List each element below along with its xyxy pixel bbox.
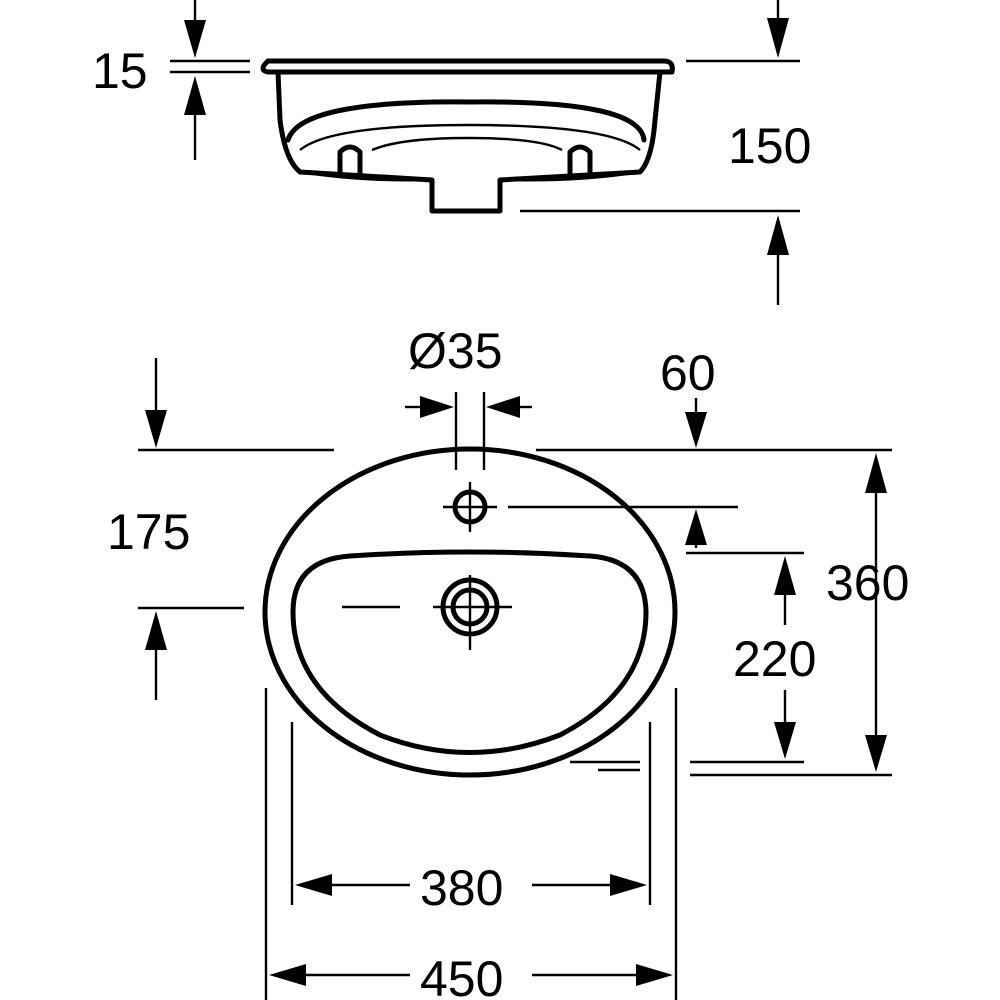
dim-overall-width: 450: [264, 688, 678, 1000]
dim-rim-thickness: 15: [92, 0, 250, 160]
side-view-overflow-right: [567, 144, 593, 178]
top-view-bowl: [290, 549, 649, 755]
top-view: [262, 446, 678, 778]
dim-side-height: 150: [520, 0, 811, 305]
top-view-outer-rim: [262, 446, 678, 778]
label-rim-thickness: 15: [92, 43, 148, 99]
label-front-offset: 175: [107, 504, 190, 560]
label-bowl-depth: 220: [733, 631, 816, 687]
side-view-bowl-drain: [371, 136, 563, 152]
label-bowl-width: 380: [420, 860, 503, 916]
side-view-bowl-floor: [299, 123, 641, 151]
label-overall-width: 450: [420, 951, 503, 1000]
side-view-basin: [275, 69, 663, 214]
side-view-overflow-left: [337, 144, 363, 178]
label-tap-hole-diameter: Ø35: [408, 323, 503, 379]
label-overall-depth: 360: [826, 555, 909, 611]
side-view-rim: [260, 58, 675, 75]
dim-bowl-width: 380: [290, 722, 652, 916]
label-side-height: 150: [728, 118, 811, 174]
dim-tap-hole-diameter: Ø35: [405, 323, 532, 470]
dim-bowl-depth: 220: [570, 551, 816, 772]
side-view-lower-edge: [299, 170, 641, 182]
dim-front-offset: 175: [107, 358, 334, 700]
label-tap-hole-offset: 60: [660, 345, 716, 401]
dim-overall-depth: 360: [690, 453, 909, 777]
side-view: [260, 58, 675, 214]
side-view-bowl-inner: [285, 99, 647, 143]
dim-tap-hole-offset: 60: [508, 345, 892, 548]
